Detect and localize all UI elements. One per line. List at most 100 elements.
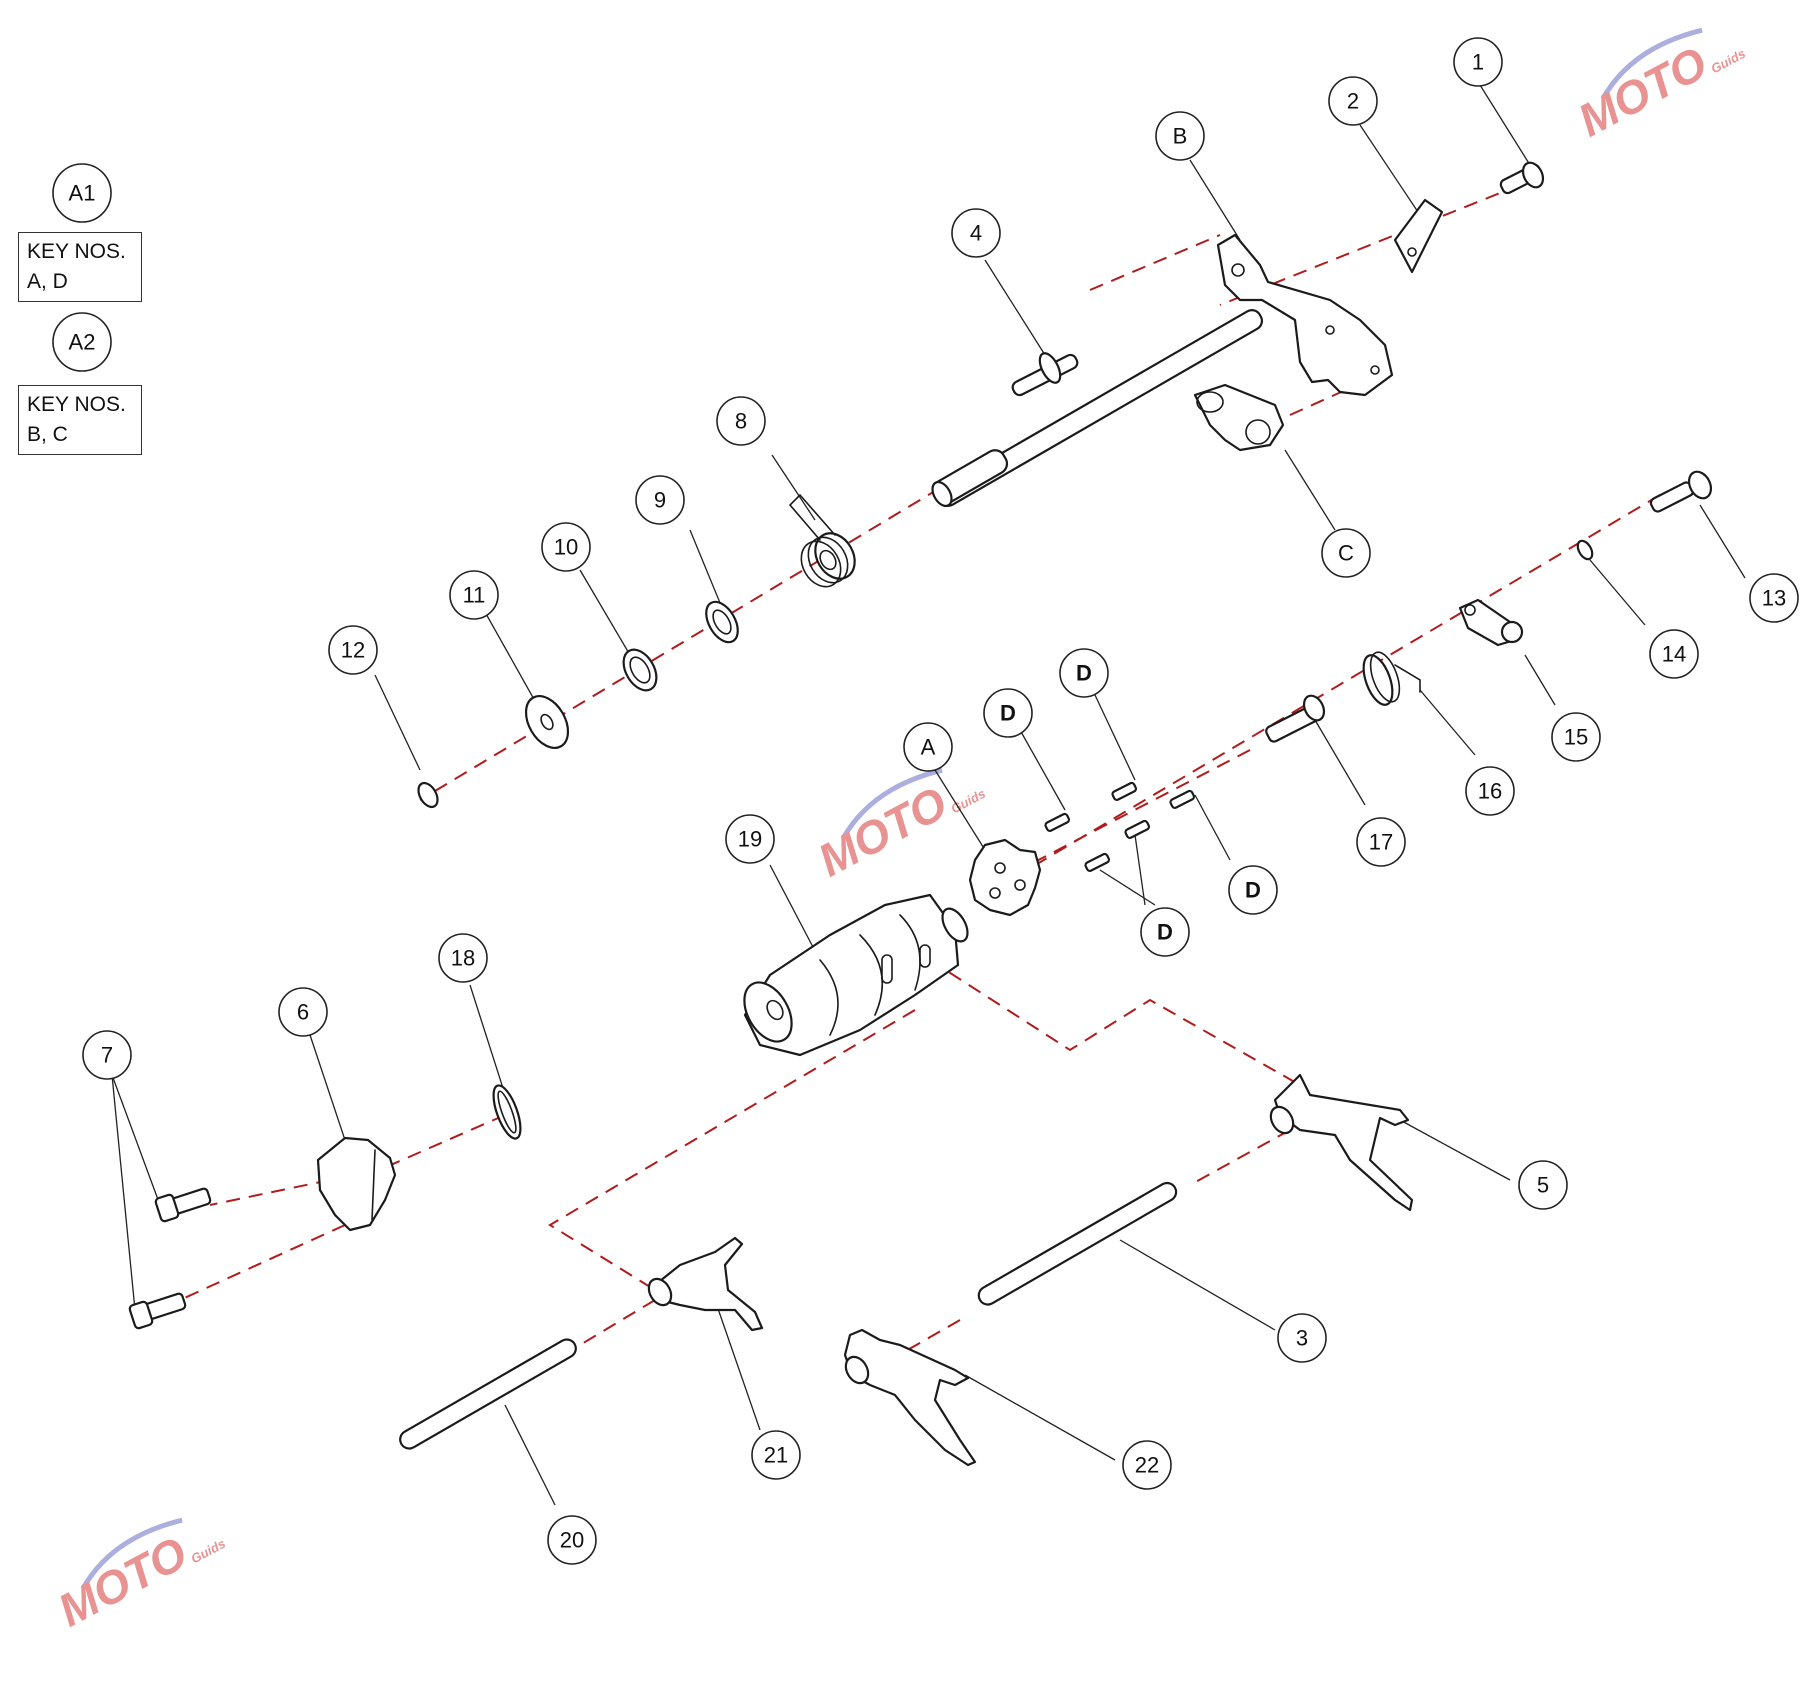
part-14-washer [1576, 539, 1594, 561]
callout-d-1: D [983, 688, 1033, 738]
part-9-circlip [705, 600, 739, 644]
callout-15-label: 15 [1564, 725, 1588, 750]
part-c-shift-arm [1193, 383, 1285, 452]
callout-d-label: D [1157, 920, 1173, 945]
callout-19-label: 19 [738, 827, 762, 852]
part-b-shift-plate [1216, 233, 1394, 397]
watermark-center: MOTO Guids [810, 767, 988, 886]
part-18-o-ring [492, 1084, 522, 1140]
watermark-bottom-left: MOTO Guids [50, 1517, 228, 1636]
part-1-flange-bolt [1499, 161, 1545, 195]
callout-20: 20 [547, 1515, 597, 1565]
callout-6-label: 6 [297, 1000, 309, 1025]
part-22-shift-fork [843, 1328, 977, 1467]
callout-4-label: 4 [970, 221, 982, 246]
part-2-plate [1393, 198, 1444, 274]
part-shift-shaft [931, 309, 1264, 508]
callout-d-4: D [1140, 907, 1190, 957]
legend-a2-heading: KEY NOS. [27, 393, 126, 416]
callout-22: 22 [1122, 1440, 1172, 1490]
callout-9-label: 9 [654, 488, 666, 513]
callout-8-label: 8 [735, 409, 747, 434]
callout-8: 8 [716, 396, 766, 446]
callout-a-label: A [921, 735, 936, 760]
callout-a2: A2 [52, 312, 112, 372]
callout-d-label: D [1000, 701, 1016, 726]
callout-a1-label: A1 [69, 181, 96, 206]
callout-d-label: D [1245, 878, 1261, 903]
callout-d-3: D [1228, 865, 1278, 915]
part-11-washer [524, 695, 570, 749]
callout-11: 11 [449, 570, 499, 620]
part-3-rod [977, 1181, 1178, 1306]
callout-18-label: 18 [451, 946, 475, 971]
callout-2: 2 [1328, 76, 1378, 126]
callout-d-2: D [1059, 648, 1109, 698]
callout-15: 15 [1551, 712, 1601, 762]
leader-lines [111, 84, 1746, 1506]
callout-2-label: 2 [1347, 89, 1359, 114]
callout-a1: A1 [52, 163, 112, 223]
legend-a1-heading: KEY NOS. [27, 240, 126, 263]
callout-16-label: 16 [1478, 779, 1502, 804]
legend-a2-items: B, C [27, 423, 68, 446]
callout-b-label: B [1173, 124, 1188, 149]
callout-c: C [1321, 528, 1371, 578]
part-19-shift-drum [743, 893, 969, 1057]
part-a-star-cam [968, 838, 1042, 917]
callout-14: 14 [1649, 629, 1699, 679]
callout-c-label: C [1338, 541, 1354, 566]
callout-7: 7 [82, 1030, 132, 1080]
callouts: A1 A2 1 2 B 4 C 8 9 10 11 12 13 14 15 16… [52, 37, 1799, 1565]
callout-16: 16 [1465, 766, 1515, 816]
callout-3-label: 3 [1296, 1326, 1308, 1351]
watermark-sub-text: Guids [188, 1536, 228, 1567]
part-16-spring [1362, 651, 1421, 706]
part-d-pins [1044, 781, 1196, 872]
callout-22-label: 22 [1135, 1453, 1159, 1478]
part-21-shift-fork [647, 1236, 764, 1332]
callout-21-label: 21 [764, 1443, 788, 1468]
part-13-bolt [1649, 470, 1713, 513]
callout-4: 4 [951, 208, 1001, 258]
callout-1-label: 1 [1472, 50, 1484, 75]
callout-17-label: 17 [1369, 830, 1393, 855]
callout-20-label: 20 [560, 1528, 584, 1553]
callout-10: 10 [541, 522, 591, 572]
callout-3: 3 [1277, 1313, 1327, 1363]
callout-11-label: 11 [463, 583, 486, 608]
part-4-pin [1011, 352, 1079, 397]
callout-b: B [1155, 111, 1205, 161]
part-15-detent-arm [1458, 598, 1524, 647]
watermark-sub-text: Guids [1708, 46, 1748, 77]
part-17-socket-bolt [1265, 694, 1326, 743]
callout-14-label: 14 [1662, 642, 1686, 667]
assembly-axes [179, 184, 1661, 1361]
part-20-rod [399, 1338, 577, 1450]
callout-6: 6 [278, 987, 328, 1037]
callout-13: 13 [1749, 573, 1799, 623]
part-10-ring [622, 648, 658, 692]
callout-d-label: D [1076, 661, 1092, 686]
callout-a2-label: A2 [69, 330, 96, 355]
callout-21: 21 [751, 1430, 801, 1480]
callout-19: 19 [725, 814, 775, 864]
part-8-spring [788, 493, 856, 588]
callout-12-label: 12 [341, 638, 365, 663]
callout-12: 12 [328, 625, 378, 675]
part-5-shift-fork [1269, 1073, 1414, 1212]
callout-18: 18 [438, 933, 488, 983]
legend-a1-items: A, D [27, 270, 68, 293]
part-6-cover [316, 1136, 397, 1232]
callout-10-label: 10 [554, 535, 578, 560]
part-12-clip [417, 781, 439, 809]
callout-13-label: 13 [1762, 586, 1786, 611]
callout-9: 9 [635, 475, 685, 525]
callout-7-label: 7 [101, 1043, 113, 1068]
legend-box-a2: KEY NOS. B, C [18, 385, 142, 455]
callout-a: A [903, 722, 953, 772]
callout-17: 17 [1356, 817, 1406, 867]
part-7-socket-bolts [128, 1187, 212, 1330]
callout-1: 1 [1453, 37, 1503, 87]
